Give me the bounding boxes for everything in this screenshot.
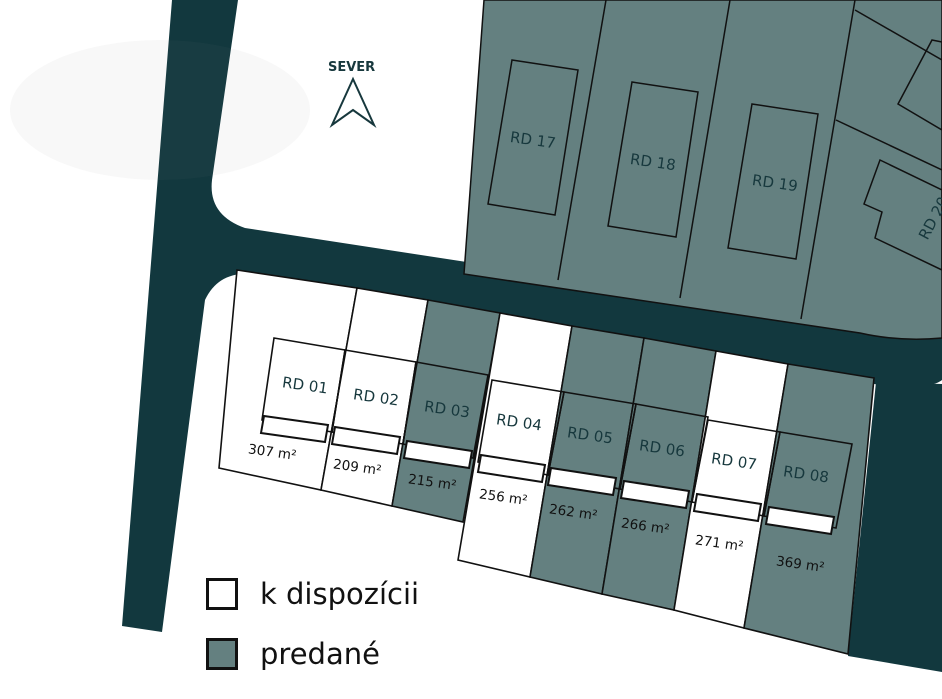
plot-area-rd05: 262 m² — [548, 501, 598, 524]
plot-area-rd03: 215 m² — [407, 471, 457, 494]
legend-swatch-available — [206, 578, 238, 610]
plot-area-rd07: 271 m² — [694, 532, 744, 555]
plot-rd08[interactable] — [743, 363, 875, 656]
parking-bays — [259, 414, 836, 536]
plot-area-rd06: 266 m² — [620, 515, 670, 538]
area-labels: 307 m² 209 m² 215 m² 256 m² 262 m² 266 m… — [247, 441, 825, 576]
watermark-logo — [10, 40, 310, 180]
north-arrow: SEVER — [328, 60, 377, 128]
legend-swatch-sold — [206, 638, 238, 670]
legend-label-available: k dispozícii — [260, 577, 420, 611]
plot-area-rd08: 369 m² — [775, 553, 825, 576]
house-outlines — [261, 337, 853, 529]
north-arrow-icon — [329, 76, 377, 128]
dark-area-east — [848, 382, 942, 672]
upper-plots — [463, 0, 942, 340]
plot-area-rd04: 256 m² — [478, 486, 528, 509]
legend-item-sold: predané — [206, 624, 419, 684]
road-west — [122, 0, 942, 632]
legend: k dispozícii predané — [206, 564, 419, 684]
legend-label-sold: predané — [260, 637, 380, 671]
north-label: SEVER — [328, 60, 375, 75]
plot-area-rd02: 209 m² — [332, 456, 382, 479]
lower-plots — [218, 269, 875, 656]
legend-item-available: k dispozícii — [206, 564, 419, 624]
plot-area-rd01: 307 m² — [247, 441, 297, 464]
